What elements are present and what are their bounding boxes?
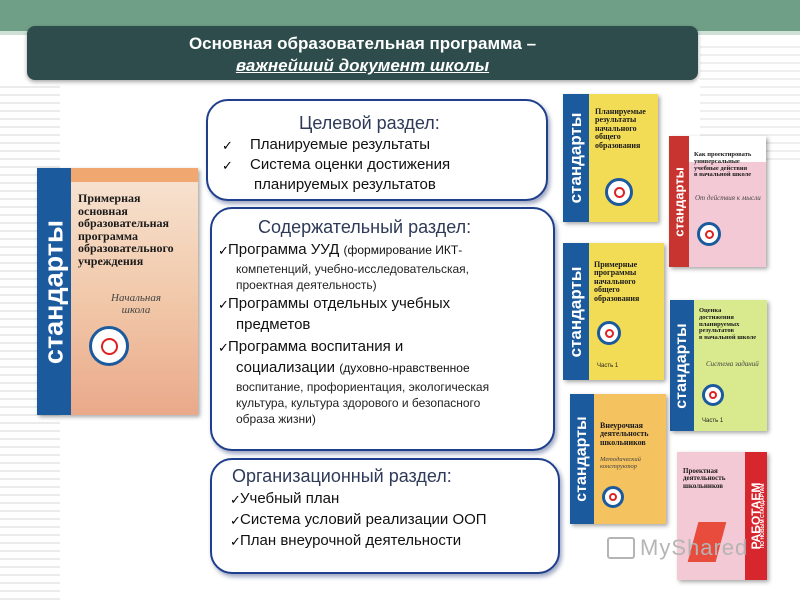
assessment-book-subtitle: Система заданий xyxy=(706,360,759,368)
standards-logo-icon xyxy=(602,486,624,508)
checkmark-icon: ✓ xyxy=(230,534,241,549)
assessment-book-part: Часть 1 xyxy=(702,418,724,424)
org-section-title: Организационный раздел: xyxy=(232,466,452,486)
main-book-subtitle: Начальная школа xyxy=(111,292,161,316)
standards-logo-icon xyxy=(89,326,129,366)
content-section-box: Содержательный раздел: ✓ Программа УУД (… xyxy=(210,207,555,451)
content-item-3-note-4: образа жизни) xyxy=(236,412,316,426)
content-item-1-note: (формирование ИКТ- xyxy=(343,243,463,257)
content-item-2-cont: предметов xyxy=(236,316,311,333)
org-item-2: Система условий реализации ООП xyxy=(240,511,487,528)
content-item-3: Программа воспитания и xyxy=(228,338,404,355)
presentation-icon xyxy=(607,537,635,559)
content-item-1-note-3: проектная деятельность) xyxy=(236,278,377,292)
programs-book-part: Часть 1 xyxy=(597,363,619,369)
book-spine-text: стандарты xyxy=(38,219,69,364)
content-item-1: Программа УУД (формирование ИКТ- xyxy=(228,241,462,258)
checkmark-icon: ✓ xyxy=(230,492,241,507)
standards-logo-icon xyxy=(702,384,724,406)
content-item-1-note-2: компетенций, учебно-исследовательская, xyxy=(236,262,470,276)
checkmark-icon: ✓ xyxy=(218,297,229,312)
book-spine: стандарты xyxy=(37,168,71,415)
extracurricular-book-subtitle: Методический конструктор xyxy=(600,456,641,470)
target-section-title: Целевой раздел: xyxy=(299,113,440,133)
content-item-2: Программы отдельных учебных xyxy=(228,295,451,312)
checkmark-icon: ✓ xyxy=(222,158,233,173)
org-item-1: Учебный план xyxy=(240,490,340,507)
content-item-3-cont: социализации (духовно-нравственное xyxy=(236,359,470,376)
standards-logo-icon xyxy=(597,321,621,345)
checkmark-icon: ✓ xyxy=(222,138,233,153)
target-item-2-cont: планируемых результатов xyxy=(254,176,436,193)
target-item-1: Планируемые результаты xyxy=(250,136,430,153)
target-item-2: Система оценки достижения xyxy=(250,156,451,173)
content-item-3-label: социализации xyxy=(236,359,336,376)
title-bar: Основная образовательная программа – важ… xyxy=(27,26,698,80)
content-item-3-note-2: воспитание, профориентация, экологическа… xyxy=(236,380,490,394)
standards-logo-icon xyxy=(697,222,721,246)
title-line-1: Основная образовательная программа – xyxy=(188,34,537,53)
content-section-title: Содержательный раздел: xyxy=(258,217,472,237)
checkmark-icon: ✓ xyxy=(230,513,241,528)
content-item-3-note: (духовно-нравственное xyxy=(339,361,470,375)
checkmark-icon: ✓ xyxy=(218,340,229,355)
top-band xyxy=(0,0,800,31)
standards-logo-icon xyxy=(605,178,633,206)
content-item-1-label: Программа УУД xyxy=(228,241,340,258)
org-item-3: План внеурочной деятельности xyxy=(240,532,462,549)
org-section-box: Организационный раздел: ✓ Учебный план ✓… xyxy=(210,458,560,574)
content-item-3-note-3: культура, культура здорового и безопасно… xyxy=(236,396,481,410)
target-section-box: Целевой раздел: ✓ Планируемые результаты… xyxy=(206,99,548,201)
checkmark-icon: ✓ xyxy=(218,243,229,258)
title-line-2: важнейший документ школы xyxy=(235,56,490,75)
uud-book-subtitle: От действия к мысли xyxy=(695,194,761,202)
project-book-spine-sub: ПО НОВЫМ СТАНДАРТАМ xyxy=(759,483,766,549)
watermark-text: MyShared xyxy=(640,535,749,560)
